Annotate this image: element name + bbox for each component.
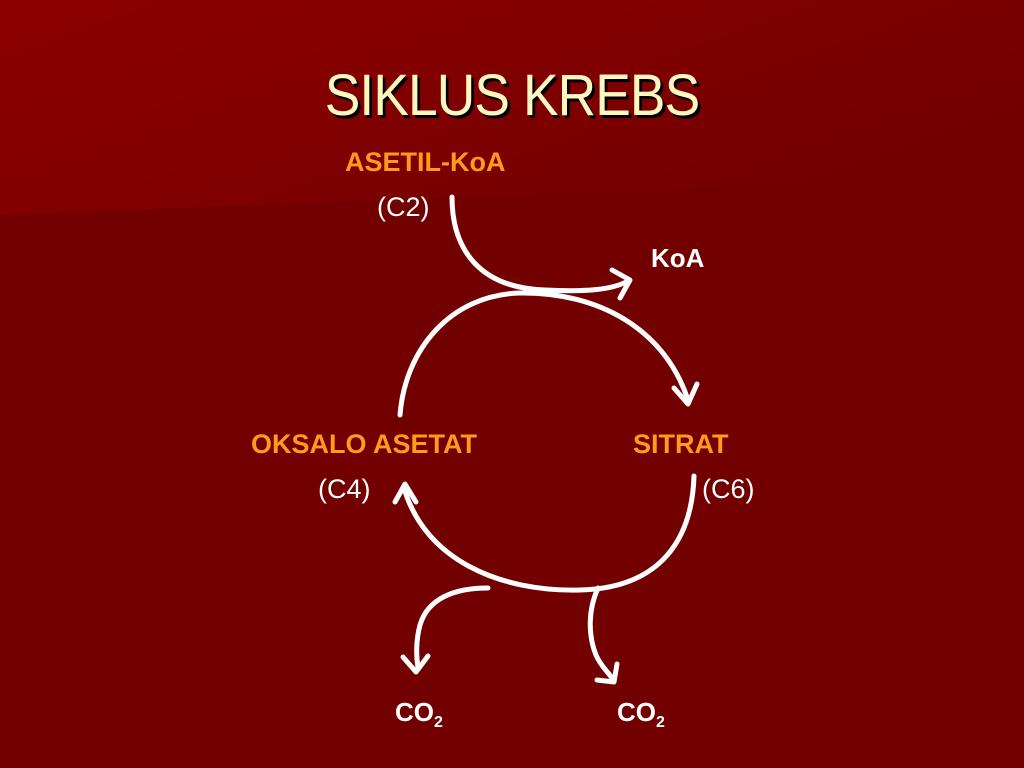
sitrat-label: SITRAT	[633, 429, 729, 459]
koa-label: KoA	[651, 243, 705, 273]
oksalo-asetat-label: OKSALO ASETAT	[251, 429, 477, 459]
co2-left-subscript: 2	[434, 714, 443, 731]
co2-right-arrowhead	[594, 661, 620, 685]
asetil-koa-entry-arrow	[449, 194, 631, 294]
co2-right-main: CO	[617, 697, 656, 727]
cycle-arc-top	[397, 290, 691, 418]
sitrat-arrowhead	[671, 381, 700, 407]
slide-title: SIKLUS KREBS	[324, 63, 700, 128]
oksalo-asetat-arrowhead	[392, 481, 419, 505]
co2-right-arrow	[587, 585, 615, 681]
asetil-koa-label: ASETIL-KoA	[345, 147, 506, 177]
co2-right-subscript: 2	[656, 714, 665, 731]
background-band	[0, 0, 1024, 215]
cycle-arc-bottom	[401, 473, 697, 593]
co2-left-arrow	[414, 585, 491, 671]
co2-left-label: CO2	[395, 696, 443, 733]
asetil-koa-carbon: (C2)	[377, 192, 430, 222]
koa-arrowhead	[609, 267, 633, 301]
co2-right-label: CO2	[617, 696, 665, 733]
co2-left-arrowhead	[400, 653, 431, 675]
co2-left-main: CO	[395, 697, 434, 727]
oksalo-asetat-carbon: (C4)	[318, 474, 371, 504]
sitrat-carbon: (C6)	[702, 474, 755, 504]
